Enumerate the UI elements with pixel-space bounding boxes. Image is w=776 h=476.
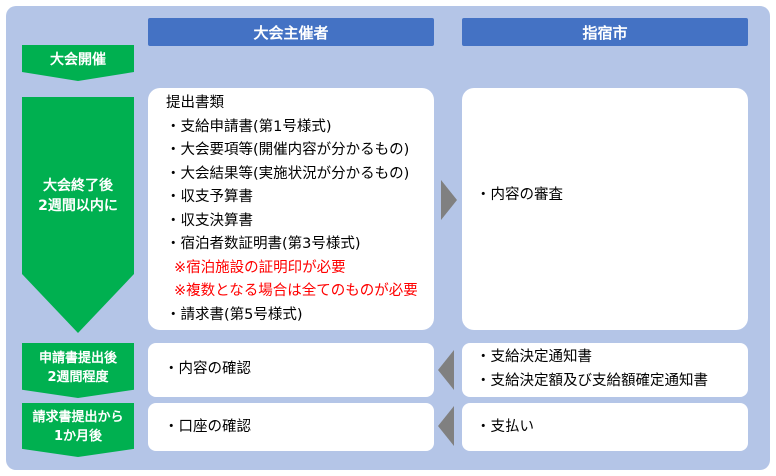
city-payment-box: ・支払い xyxy=(462,403,748,451)
stage-after-invoice-line2: 1か月後 xyxy=(53,429,103,444)
document-item: ・宿泊者数証明書(第3号様式) xyxy=(166,236,361,252)
organizer-account-box: ・口座の確認 xyxy=(148,403,434,451)
arrow-left-icon xyxy=(438,406,454,446)
document-item: ・収支予算書 xyxy=(166,189,253,205)
stage-after-application-line1: 申請書提出後 xyxy=(38,350,117,366)
stage-after-event: 大会終了後 2週間以内に xyxy=(22,97,134,333)
stage-after-application: 申請書提出後 2週間程度 xyxy=(22,343,134,398)
city-notice-item: ・支給決定額及び支給額確定通知書 xyxy=(476,372,708,389)
note-multiple-required: ※複数となる場合は全てのものが必要 xyxy=(174,283,418,299)
organizer-confirm-text: ・内容の確認 xyxy=(164,361,251,377)
city-payment-text: ・支払い xyxy=(476,419,534,435)
arrow-left-icon xyxy=(438,350,454,390)
header-organizer: 大会主催者 xyxy=(148,18,434,46)
header-city: 指宿市 xyxy=(462,18,748,46)
note-certificate-stamp: ※宿泊施設の証明印が必要 xyxy=(174,259,346,276)
stage-after-invoice: 請求書提出から 1か月後 xyxy=(22,403,134,457)
organizer-account-text: ・口座の確認 xyxy=(164,419,251,435)
stage-after-event-line1: 大会終了後 xyxy=(43,177,113,194)
stage-after-application-line2: 2週間程度 xyxy=(47,369,109,385)
city-notice-item: ・支給決定通知書 xyxy=(476,349,592,365)
document-item: ・大会要項等(開催内容が分かるもの) xyxy=(166,142,410,158)
organizer-documents-box: 提出書類 ・支給申請書(第1号様式) ・大会要項等(開催内容が分かるもの) ・大… xyxy=(148,88,434,330)
document-item: ・支給申請書(第1号様式) xyxy=(166,118,332,135)
documents-title: 提出書類 xyxy=(166,95,224,111)
document-item: ・大会結果等(実施状況が分かるもの) xyxy=(166,165,410,182)
arrow-right-icon xyxy=(441,180,457,220)
city-review-box: ・内容の審査 xyxy=(462,88,748,330)
stage-after-event-line2: 2週間以内に xyxy=(38,198,118,214)
stage-after-invoice-line1: 請求書提出から xyxy=(32,410,124,426)
city-notices-box: ・支給決定通知書 ・支給決定額及び支給額確定通知書 xyxy=(462,343,748,397)
organizer-confirm-box: ・内容の確認 xyxy=(148,343,434,397)
document-item: ・収支決算書 xyxy=(166,212,253,229)
document-item-invoice: ・請求書(第5号様式) xyxy=(166,306,303,323)
stage-event-held-label: 大会開催 xyxy=(50,51,106,68)
city-review-text: ・内容の審査 xyxy=(476,187,563,203)
